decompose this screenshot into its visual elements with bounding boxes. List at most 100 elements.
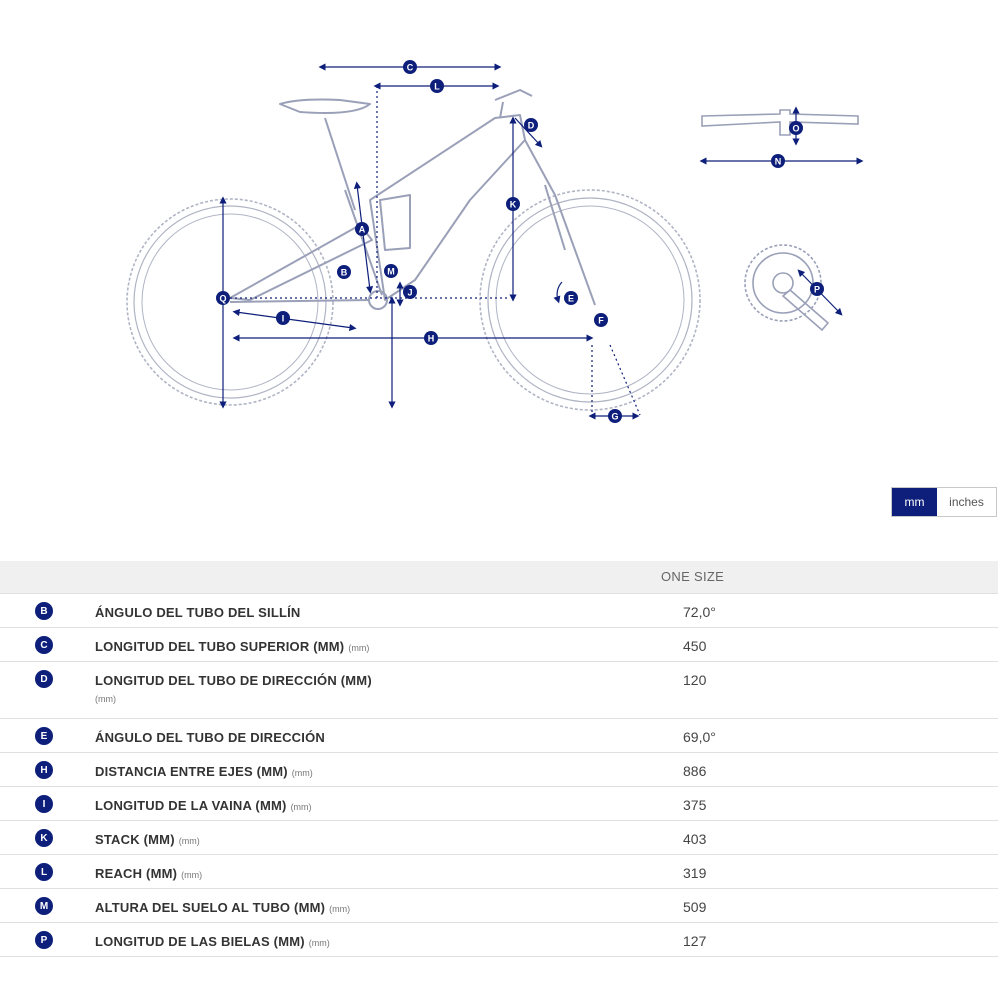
- row-label: LONGITUD DEL TUBO SUPERIOR (MM)(mm): [95, 636, 425, 659]
- table-header: ONE SIZE: [0, 561, 998, 593]
- callout-p: P: [810, 282, 824, 296]
- callout-a: A: [355, 222, 369, 236]
- row-unit: (mm): [290, 802, 312, 812]
- callout-f: F: [594, 313, 608, 327]
- row-unit: (mm): [308, 938, 330, 948]
- svg-text:K: K: [510, 200, 517, 210]
- row-code-badge: B: [35, 602, 53, 620]
- callout-q: Q: [216, 291, 230, 305]
- column-header-one-size: ONE SIZE: [661, 569, 725, 584]
- row-value: 127: [683, 933, 707, 949]
- row-label-text: ALTURA DEL SUELO AL TUBO (MM): [95, 900, 326, 915]
- row-value: 450: [683, 638, 707, 654]
- crankset-diagram: [744, 244, 843, 332]
- row-code-badge: E: [35, 727, 53, 745]
- svg-text:J: J: [407, 288, 412, 298]
- svg-text:G: G: [611, 412, 618, 422]
- table-row: P LONGITUD DE LAS BIELAS (MM)(mm) 127: [0, 922, 998, 957]
- svg-text:A: A: [359, 225, 366, 235]
- row-code-badge: I: [35, 795, 53, 813]
- row-value: 69,0°: [683, 729, 716, 745]
- svg-text:M: M: [387, 267, 395, 277]
- row-label: LONGITUD DE LA VAINA (MM)(mm): [95, 795, 425, 818]
- table-row: B ÁNGULO DEL TUBO DEL SILLÍN 72,0°: [0, 593, 998, 627]
- callout-h: H: [424, 331, 438, 345]
- svg-text:E: E: [568, 294, 574, 304]
- unit-mm-button[interactable]: mm: [892, 488, 937, 516]
- row-value: 886: [683, 763, 707, 779]
- callout-e: E: [564, 291, 578, 305]
- table-row: I LONGITUD DE LA VAINA (MM)(mm) 375: [0, 786, 998, 820]
- svg-text:D: D: [528, 121, 535, 131]
- row-value: 319: [683, 865, 707, 881]
- svg-text:F: F: [598, 316, 604, 326]
- row-label: LONGITUD DEL TUBO DE DIRECCIÓN (MM) (mm): [95, 670, 425, 706]
- row-label: ÁNGULO DEL TUBO DEL SILLÍN: [95, 602, 425, 624]
- callout-l: L: [430, 79, 444, 93]
- callout-c: C: [403, 60, 417, 74]
- table-row: H DISTANCIA ENTRE EJES (MM)(mm) 886: [0, 752, 998, 786]
- callout-d: D: [524, 118, 538, 132]
- row-label-text: LONGITUD DEL TUBO SUPERIOR (MM): [95, 639, 345, 654]
- svg-text:B: B: [341, 268, 348, 278]
- svg-text:Q: Q: [219, 294, 226, 304]
- svg-text:L: L: [434, 82, 440, 92]
- row-label: LONGITUD DE LAS BIELAS (MM)(mm): [95, 931, 425, 954]
- row-label-text: LONGITUD DEL TUBO DE DIRECCIÓN (MM): [95, 673, 372, 688]
- row-label: ALTURA DEL SUELO AL TUBO (MM)(mm): [95, 897, 425, 920]
- svg-text:H: H: [428, 334, 435, 344]
- svg-text:O: O: [792, 124, 799, 134]
- row-label: DISTANCIA ENTRE EJES (MM)(mm): [95, 761, 425, 784]
- dimension-lines: [219, 63, 641, 420]
- row-unit: (mm): [95, 694, 116, 704]
- table-row: L REACH (MM)(mm) 319: [0, 854, 998, 888]
- handlebar-diagram: [699, 106, 864, 165]
- row-unit: (mm): [348, 643, 370, 653]
- row-value: 509: [683, 899, 707, 915]
- row-label-text: LONGITUD DE LA VAINA (MM): [95, 798, 287, 813]
- row-unit: (mm): [329, 904, 351, 914]
- bike-geometry-diagram: A B C D E F G H I J K L M N O P Q: [126, 60, 864, 423]
- row-code-badge: L: [35, 863, 53, 881]
- row-label: STACK (MM)(mm): [95, 829, 425, 852]
- table-row: M ALTURA DEL SUELO AL TUBO (MM)(mm) 509: [0, 888, 998, 922]
- row-label-text: ÁNGULO DEL TUBO DEL SILLÍN: [95, 605, 301, 620]
- row-label: REACH (MM)(mm): [95, 863, 425, 886]
- table-row: C LONGITUD DEL TUBO SUPERIOR (MM)(mm) 450: [0, 627, 998, 661]
- unit-toggle: mm inches: [891, 487, 997, 517]
- row-value: 375: [683, 797, 707, 813]
- table-row: D LONGITUD DEL TUBO DE DIRECCIÓN (MM) (mm)…: [0, 661, 998, 718]
- front-wheel: [479, 189, 701, 411]
- callout-g: G: [608, 409, 622, 423]
- row-label-text: LONGITUD DE LAS BIELAS (MM): [95, 934, 305, 949]
- row-unit: (mm): [181, 870, 203, 880]
- row-code-badge: C: [35, 636, 53, 654]
- table-row: E ÁNGULO DEL TUBO DE DIRECCIÓN 69,0°: [0, 718, 998, 752]
- rear-wheel: [126, 198, 334, 406]
- bike-frame: [229, 89, 596, 310]
- row-unit: (mm): [178, 836, 200, 846]
- svg-text:P: P: [814, 285, 820, 295]
- row-unit: (mm): [291, 768, 313, 778]
- geometry-table: ONE SIZE B ÁNGULO DEL TUBO DEL SILLÍN 72,0…: [0, 561, 998, 957]
- table-body: B ÁNGULO DEL TUBO DEL SILLÍN 72,0° C LONGITU…: [0, 593, 998, 957]
- row-code-badge: D: [35, 670, 53, 688]
- row-value: 72,0°: [683, 604, 716, 620]
- svg-text:N: N: [775, 157, 782, 167]
- row-label-text: STACK (MM): [95, 832, 175, 847]
- svg-text:I: I: [282, 314, 285, 324]
- row-code-badge: H: [35, 761, 53, 779]
- callout-m: M: [384, 264, 398, 278]
- callout-k: K: [506, 197, 520, 211]
- row-label-text: REACH (MM): [95, 866, 178, 881]
- unit-inches-button[interactable]: inches: [937, 488, 996, 516]
- callout-badges: A B C D E F G H I J K L M N O P Q: [216, 60, 824, 423]
- svg-text:C: C: [407, 63, 414, 73]
- row-label-text: DISTANCIA ENTRE EJES (MM): [95, 764, 288, 779]
- row-code-badge: P: [35, 931, 53, 949]
- row-code-badge: M: [35, 897, 53, 915]
- callout-b: B: [337, 265, 351, 279]
- row-label-text: ÁNGULO DEL TUBO DE DIRECCIÓN: [95, 730, 325, 745]
- callout-j: J: [403, 285, 417, 299]
